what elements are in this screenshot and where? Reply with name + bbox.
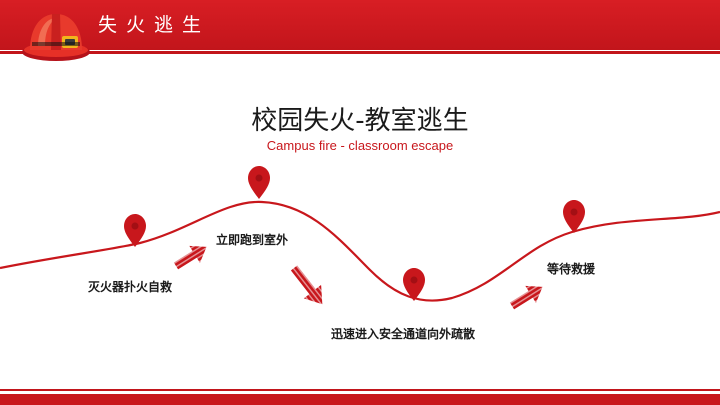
fire-helmet-icon	[22, 14, 90, 61]
footer-bar	[0, 394, 720, 405]
arrow-icon	[509, 285, 543, 310]
step-label: 立即跑到室外	[216, 233, 289, 247]
location-pin-icon	[563, 200, 585, 233]
step-label: 等待救援	[547, 262, 596, 276]
step-label: 灭火器扑火自救	[88, 280, 173, 294]
location-pin-icon	[124, 214, 146, 247]
header-divider	[0, 51, 720, 54]
page-title: 校园失火-教室逃生	[251, 106, 469, 136]
footer-divider	[0, 389, 720, 391]
arrow-icon	[290, 265, 323, 305]
arrow-icon	[173, 245, 207, 270]
location-pin-icon	[248, 166, 270, 199]
header-title: 失火逃生	[98, 14, 211, 36]
step-label: 迅速进入安全通道向外疏散	[331, 327, 476, 341]
location-pin-icon	[403, 268, 425, 301]
header-bar	[0, 0, 720, 50]
route-curve	[0, 200, 720, 302]
page-subtitle: Campus fire - classroom escape	[266, 138, 454, 153]
